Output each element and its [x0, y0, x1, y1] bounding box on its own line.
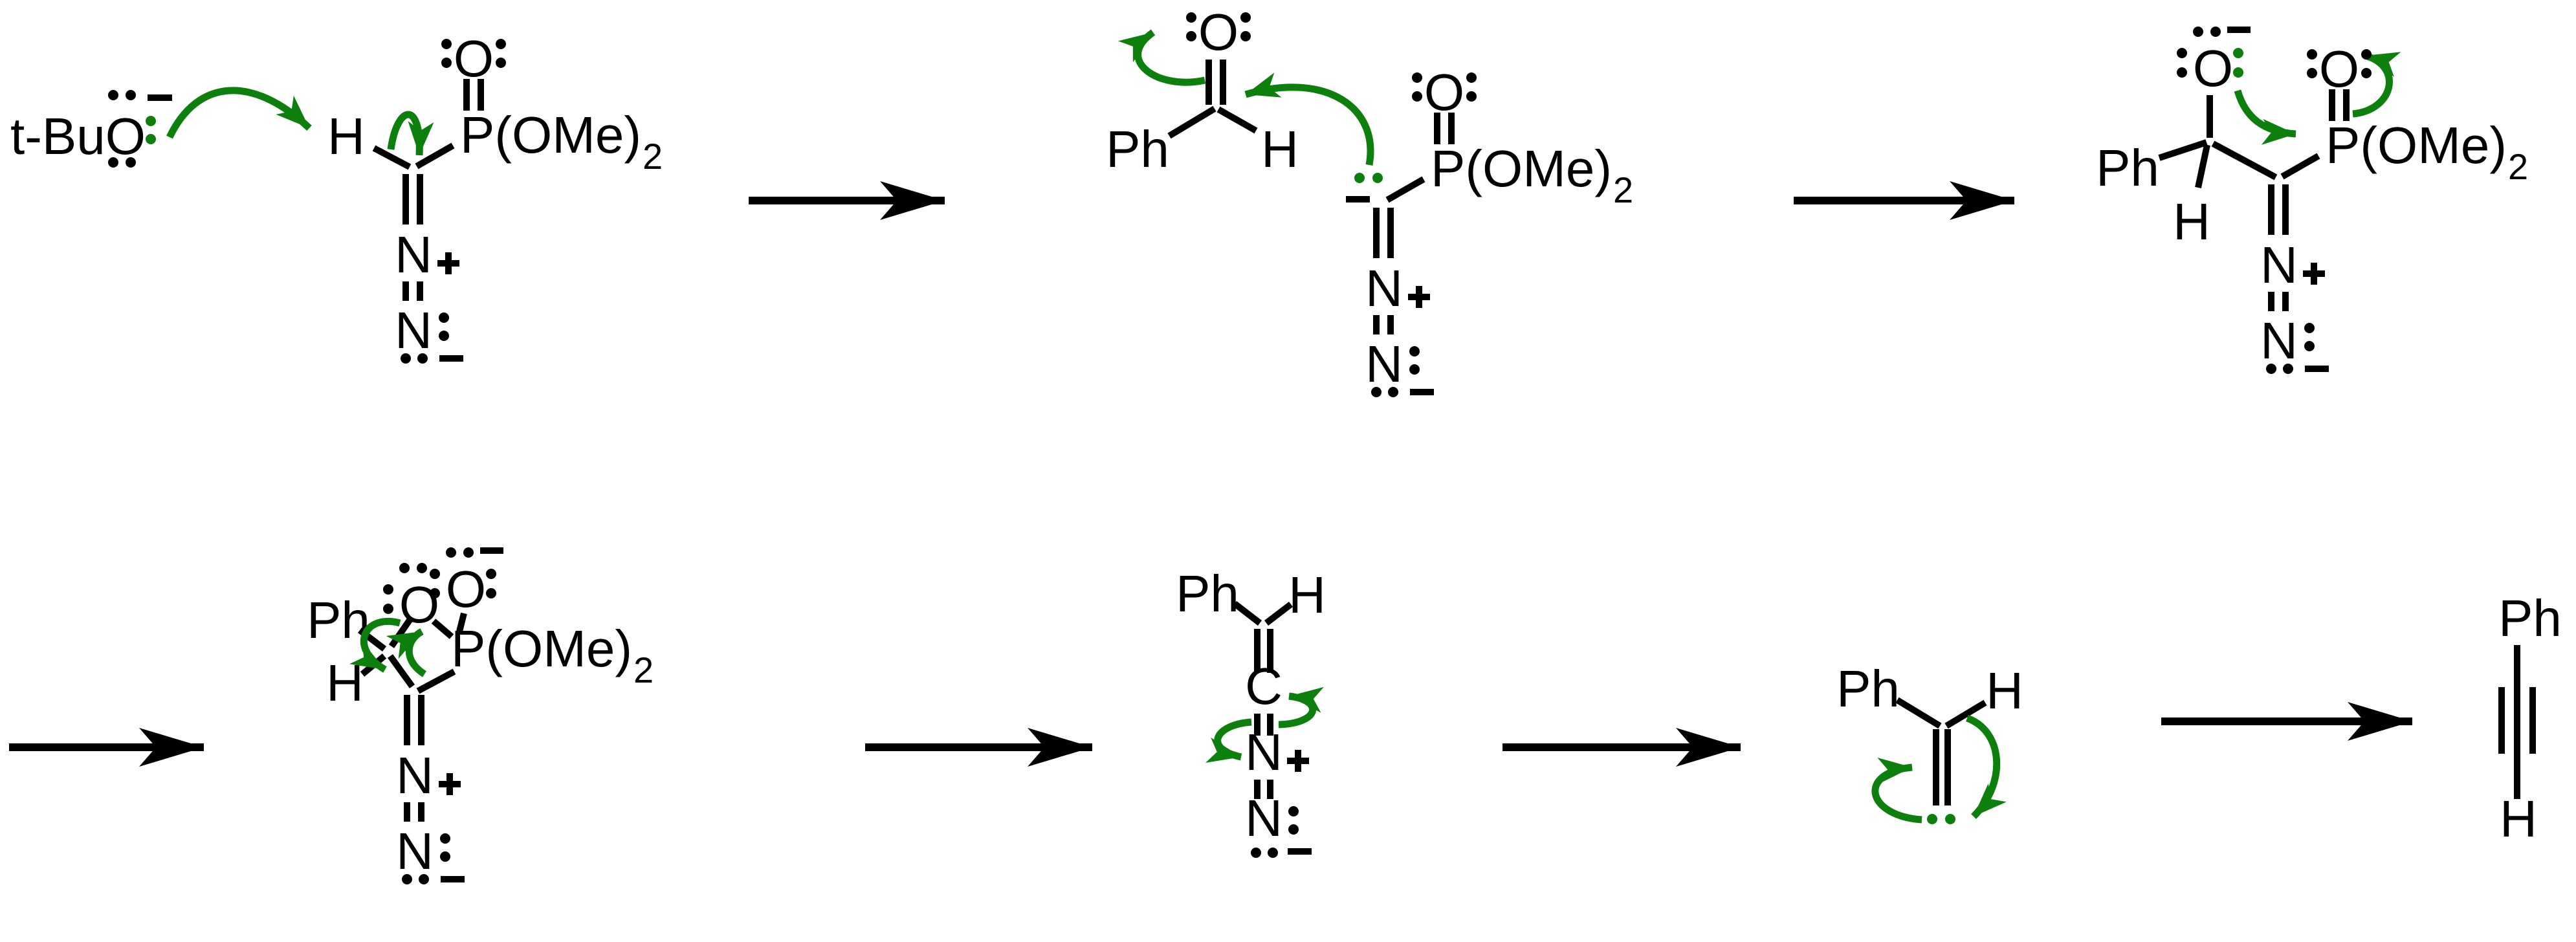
- structure-alkoxide-adduct: Ph H: [2096, 27, 2528, 374]
- alkoxide-oxygen: [2177, 27, 2251, 97]
- lone-pair-dot-green: [146, 134, 156, 144]
- lone-pair-dot-green: [1945, 814, 1955, 824]
- hydrogen-label: H: [326, 654, 364, 712]
- lone-pair-dot: [126, 90, 136, 100]
- phosphonate-group: [2282, 40, 2528, 187]
- electron-arrow-h-shift: [1965, 714, 2007, 819]
- phosphonate-group: [1387, 63, 1633, 210]
- electron-arrow-deprotonation: [166, 87, 312, 139]
- plus-charge-icon: [1287, 750, 1309, 772]
- phenyl-label: Ph: [1106, 120, 1169, 178]
- lone-pair-dot: [108, 90, 118, 100]
- diazo-group: [396, 695, 465, 884]
- hydrogen-label: H: [1986, 662, 2023, 719]
- diazo-group: [2260, 184, 2329, 374]
- bond-line: [1944, 699, 1987, 729]
- electron-arrow-alkoxide-to-p: [2234, 89, 2296, 145]
- lone-pair-dot: [383, 584, 393, 595]
- electron-arrow-co-cleavage: [349, 618, 401, 673]
- bond-line: [1232, 601, 1262, 626]
- lone-pair-dot: [399, 563, 410, 573]
- hydrogen-label: H: [2173, 193, 2210, 250]
- electron-arrow-n2-loss-right: [1278, 686, 1324, 728]
- t-butoxide-label: t-BuO: [10, 107, 146, 165]
- diazo-group: [395, 174, 463, 364]
- lone-pair-dot: [1268, 848, 1278, 858]
- electron-arrow-ch-bond: [387, 111, 434, 156]
- phosphorus-oxide-anion: [430, 547, 503, 618]
- carbon-label: C: [1245, 657, 1282, 715]
- nitrogen-label: N: [1245, 723, 1282, 781]
- electron-arrow-pi-to-oxygen: [1117, 29, 1206, 86]
- bond-line: [387, 654, 415, 688]
- bond-line: [2158, 139, 2208, 161]
- bond-line: [372, 145, 412, 170]
- structure-oxaphosphetane: Ph H O P(OMe) 2: [307, 547, 654, 884]
- lone-pair-dot: [1288, 806, 1299, 816]
- phenyl-label: Ph: [1836, 660, 1900, 717]
- lone-pair-dot: [1251, 848, 1261, 858]
- hydrogen-label: H: [2500, 790, 2537, 848]
- bond-line: [1895, 697, 1942, 729]
- phenyl-label: Ph: [2498, 589, 2562, 647]
- bond-line: [1264, 602, 1294, 626]
- bond-line: [416, 668, 456, 694]
- ring-oxygen: O: [383, 563, 439, 633]
- phenyl-label: Ph: [1176, 565, 1239, 622]
- phosphonate-label: P(OMe): [451, 620, 632, 677]
- phosphonate-group: [417, 30, 663, 177]
- nitrogen-label: N: [1245, 789, 1282, 847]
- structure-vinyl-diazo: Ph H C N N: [1176, 565, 1326, 858]
- lone-pair-dot-green: [1927, 814, 1937, 824]
- bond-line: [2211, 140, 2278, 181]
- lone-pair-dot-green: [146, 116, 156, 126]
- carbonyl-oxygen: [1186, 3, 1251, 61]
- bond-line: [1216, 106, 1258, 134]
- electron-arrow-carbanion-attack: [1244, 72, 1374, 166]
- hydrogen-label: H: [1261, 120, 1299, 178]
- lone-pair-dot-green: [1372, 173, 1383, 183]
- bond-line: [2195, 144, 2210, 189]
- lone-pair-dot: [126, 157, 136, 168]
- phenyl-label: Ph: [2096, 139, 2159, 197]
- hydrogen-label: H: [1288, 566, 1326, 624]
- lone-pair-dot-green: [1354, 173, 1365, 183]
- electron-arrow-n2-loss-left: [1205, 718, 1252, 763]
- electron-arrow-po-to-oxygen: [2352, 52, 2401, 118]
- structure-benzaldehyde-carbanion: Ph H: [1106, 3, 1633, 397]
- phenyl-label: Ph: [307, 591, 370, 649]
- structure-vinylidene-carbene: Ph H: [1836, 660, 2023, 824]
- diazo-group: [1365, 208, 1434, 397]
- structure-phenylacetylene: Ph H: [2498, 589, 2562, 848]
- lone-pair-dot: [108, 157, 118, 168]
- subscript-two: 2: [633, 650, 654, 690]
- bond-line: [431, 619, 454, 639]
- lone-pair-dot: [1288, 824, 1299, 835]
- lone-pair-dot: [417, 563, 427, 573]
- lone-pair-dot: [383, 604, 393, 614]
- hydrogen-label: H: [327, 107, 365, 165]
- electron-arrow-pc-cleavage: [386, 628, 427, 677]
- bond-line: [1167, 105, 1216, 139]
- electron-arrow-carbene-pair: [1871, 758, 1922, 824]
- structure-tbuo-dmpd: t-BuO H: [10, 30, 663, 364]
